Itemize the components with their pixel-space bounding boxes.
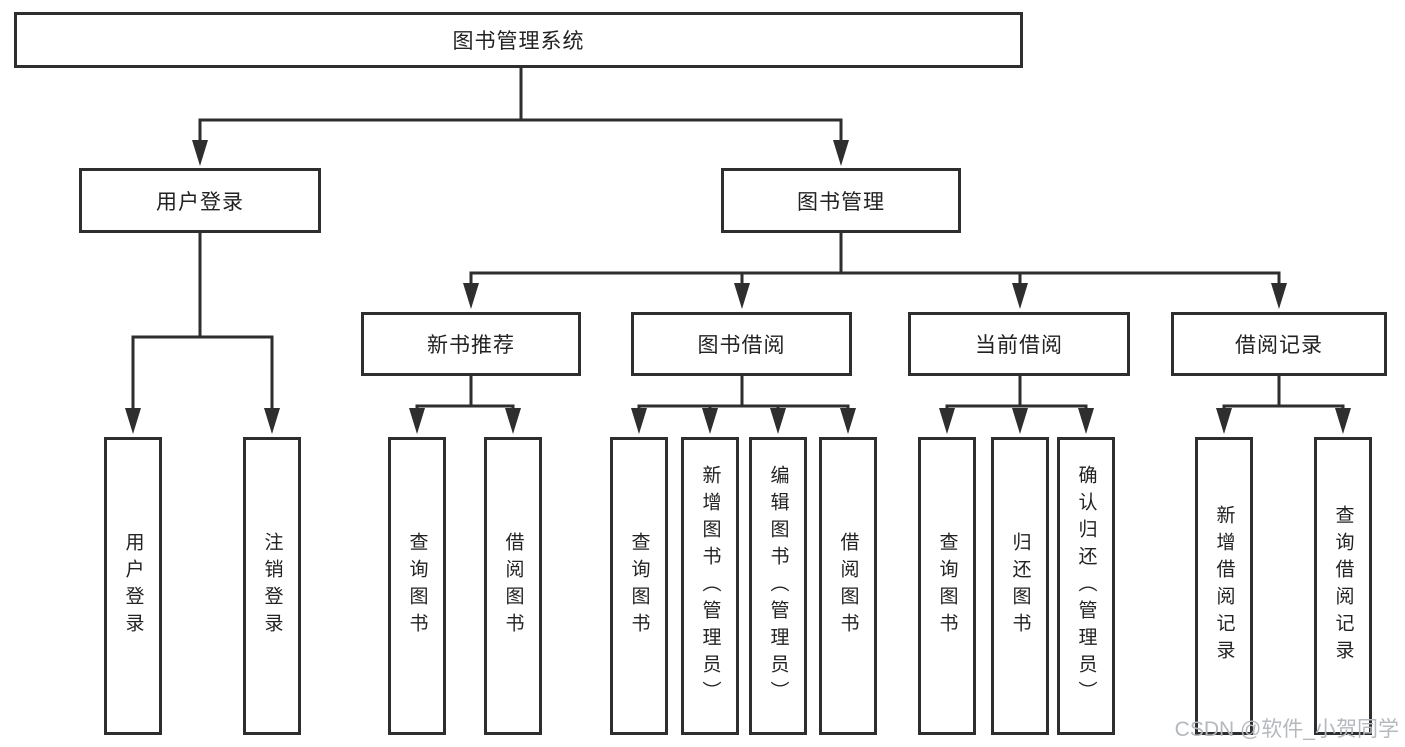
- csdn-watermark: CSDN @软件_小贺同学: [1174, 718, 1399, 741]
- node-label: 用户登录: [156, 190, 244, 214]
- node-root: 图书管理系统: [14, 12, 1023, 68]
- node-book-borrow: 图书借阅: [631, 312, 852, 376]
- leaf-return-book: 归还图书: [991, 437, 1049, 735]
- node-borrow-records: 借阅记录: [1171, 312, 1387, 376]
- node-label: 新书推荐: [427, 334, 515, 357]
- node-label: 借阅记录: [1235, 334, 1323, 357]
- leaf-query-books-borrow: 查询图书: [610, 437, 668, 735]
- leaf-label: 借阅图书: [837, 532, 859, 640]
- leaf-add-borrow-record: 新增借阅记录: [1195, 437, 1253, 735]
- leaf-label: 查询图书: [936, 532, 958, 640]
- leaf-borrow-books-recommend: 借阅图书: [484, 437, 542, 735]
- leaf-label: 确认归还（管理员）: [1075, 464, 1097, 708]
- node-label: 图书借阅: [697, 334, 786, 357]
- node-current-borrow: 当前借阅: [908, 312, 1130, 376]
- leaf-label: 查询图书: [628, 532, 650, 640]
- node-label: 当前借阅: [975, 334, 1063, 357]
- leaf-label: 归还图书: [1009, 532, 1031, 640]
- leaf-label: 注销登录: [261, 532, 283, 640]
- leaf-user-login: 用户登录: [104, 437, 162, 735]
- leaf-label: 编辑图书（管理员）: [767, 464, 789, 708]
- node-root-label: 图书管理系统: [452, 30, 585, 53]
- leaf-label: 借阅图书: [502, 532, 524, 640]
- node-user-login: 用户登录: [79, 168, 321, 233]
- leaf-logout: 注销登录: [243, 437, 301, 735]
- leaf-label: 查询借阅记录: [1332, 505, 1354, 667]
- node-label: 图书管理: [797, 190, 885, 214]
- leaf-query-books-current: 查询图书: [918, 437, 976, 735]
- leaf-label: 新增图书（管理员）: [699, 464, 721, 708]
- leaf-label: 用户登录: [122, 532, 144, 640]
- leaf-add-book-admin: 新增图书（管理员）: [681, 437, 739, 735]
- leaf-confirm-return-admin: 确认归还（管理员）: [1057, 437, 1115, 735]
- leaf-borrow-books: 借阅图书: [819, 437, 877, 735]
- node-new-book-recommend: 新书推荐: [361, 312, 581, 376]
- node-book-management: 图书管理: [721, 168, 961, 233]
- leaf-query-books-recommend: 查询图书: [388, 437, 446, 735]
- leaf-label: 查询图书: [406, 532, 428, 640]
- leaf-edit-book-admin: 编辑图书（管理员）: [749, 437, 807, 735]
- leaf-query-borrow-record: 查询借阅记录: [1314, 437, 1372, 735]
- arrowheads: [125, 140, 1351, 434]
- leaf-label: 新增借阅记录: [1213, 505, 1235, 667]
